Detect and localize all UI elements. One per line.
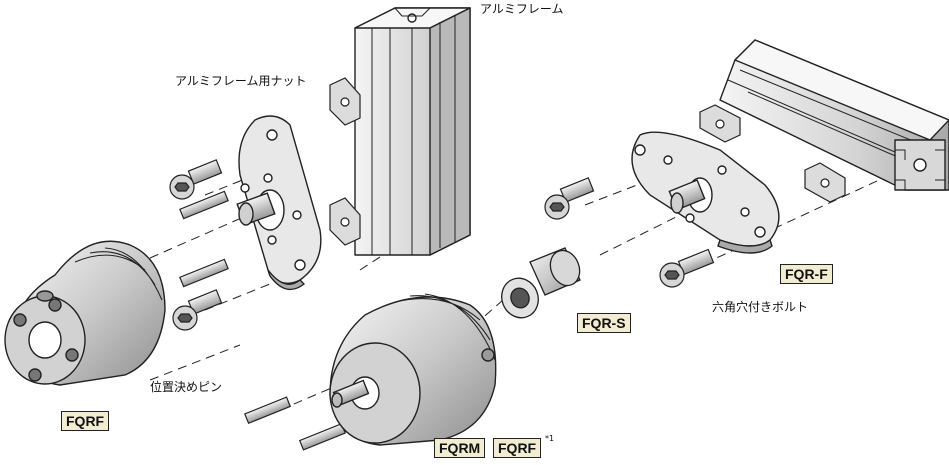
- part-label-fqrf-left: FQRF: [61, 411, 110, 431]
- coupling-fqrm: [329, 293, 497, 446]
- flange-plate-left: [236, 115, 322, 291]
- part-label-fqrf-center: FQRF: [493, 438, 542, 458]
- flange-plate-right: [631, 131, 780, 254]
- part-label-fqr-f: FQR-F: [780, 264, 833, 284]
- part-label-fqr-s: FQR-S: [577, 313, 631, 333]
- coupling-fqrf-left: [4, 240, 166, 386]
- t-nut: [329, 77, 846, 246]
- shaft-adapter-fqr-s: [501, 247, 581, 319]
- label-hex-socket-bolt: 六角穴付きボルト: [712, 300, 809, 314]
- footnote-mark: *1: [545, 434, 555, 443]
- label-aluminum-frame-nut: アルミフレーム用ナット: [175, 74, 307, 88]
- label-aluminum-frame: アルミフレーム: [480, 2, 564, 16]
- part-label-fqrm: FQRM: [434, 438, 486, 458]
- aluminum-profile-horizontal: [719, 39, 949, 191]
- positioning-pin: [179, 190, 346, 451]
- label-positioning-pin: 位置決めピン: [150, 380, 223, 394]
- aluminum-profile-vertical: [354, 7, 471, 256]
- hex-socket-bolt: [169, 159, 715, 331]
